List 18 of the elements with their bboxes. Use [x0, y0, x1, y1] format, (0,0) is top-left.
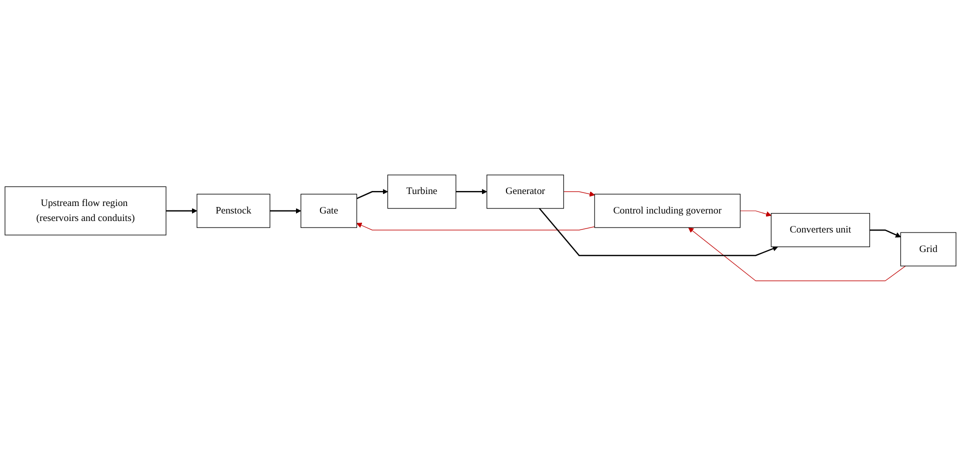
arrow	[538, 208, 778, 256]
arrow	[563, 191, 595, 197]
node-box: Upstream flow region (reservoirs and conduits)	[4, 186, 166, 236]
arrow	[166, 208, 198, 214]
node-box: Generator	[486, 174, 564, 209]
arrow	[740, 210, 772, 217]
arrow	[688, 227, 906, 282]
arrow	[456, 189, 488, 194]
node-box: Control including governor	[594, 194, 741, 228]
node-box: Grid	[900, 232, 956, 266]
node-box: Penstock	[196, 194, 270, 228]
node-box: Converters unit	[770, 213, 870, 248]
arrow	[870, 230, 901, 238]
arrow	[270, 208, 302, 214]
node-box: Gate	[300, 194, 358, 228]
arrow	[356, 222, 595, 230]
node-box: Turbine	[387, 174, 456, 209]
arrow	[356, 189, 388, 200]
